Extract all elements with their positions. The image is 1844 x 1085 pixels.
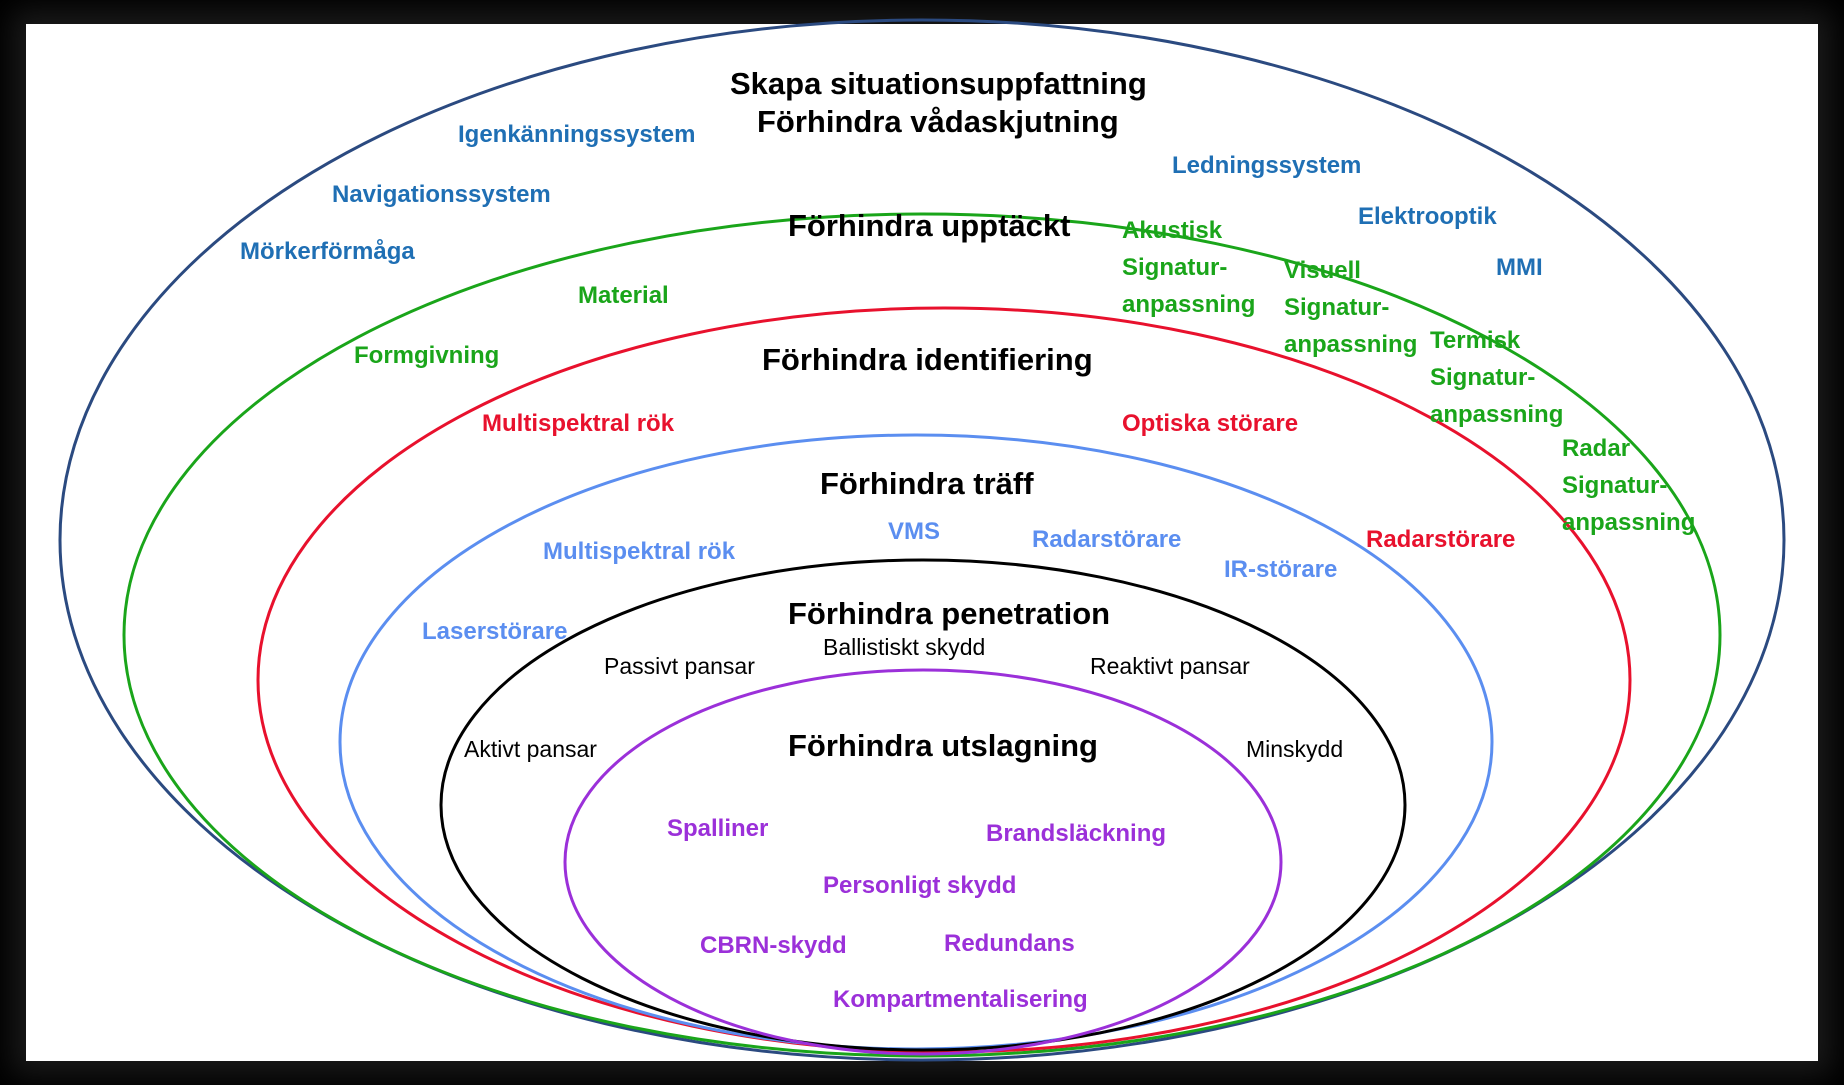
ring-detection: [122, 212, 1722, 1058]
situation-item: Ledningssystem: [1172, 152, 1362, 179]
hit-item: IR-störare: [1224, 556, 1338, 583]
penetration-title: Förhindra penetration: [788, 596, 1111, 631]
diagram-panel: [26, 24, 1818, 1061]
kill-title: Förhindra utslagning: [788, 728, 1098, 763]
ring-kill: [563, 668, 1283, 1056]
identification-item: Optiska störare: [1122, 410, 1299, 437]
hit-item: Multispektral rök: [543, 538, 736, 565]
detection-item: Formgivning: [354, 342, 500, 369]
kill-item: Spalliner: [667, 815, 769, 842]
situation-title-line1: Skapa situationsuppfattning: [730, 66, 1147, 101]
situation-item: Elektrooptik: [1358, 203, 1497, 230]
detection-item: Radar Signatur- anpassning: [1562, 435, 1696, 536]
hit-item: Radarstörare: [1032, 526, 1182, 553]
identification-title: Förhindra identifiering: [762, 342, 1093, 377]
situation-item: Navigationssystem: [332, 181, 551, 208]
kill-item: Kompartmentalisering: [833, 986, 1088, 1013]
detection-title: Förhindra upptäckt: [788, 208, 1071, 243]
situation-item: MMI: [1496, 254, 1543, 281]
ring-penetration: [439, 558, 1407, 1052]
kill-item: CBRN-skydd: [700, 932, 847, 959]
situation-item: Igenkänningssystem: [458, 121, 696, 148]
ring-situation: [58, 18, 1786, 1062]
detection-item: Visuell Signatur- anpassning: [1284, 257, 1418, 358]
hit-title: Förhindra träff: [820, 466, 1034, 501]
hit-item: VMS: [888, 518, 941, 545]
penetration-item: Minskydd: [1246, 736, 1344, 762]
identification-item: Multispektral rök: [482, 410, 675, 437]
kill-item: Personligt skydd: [823, 872, 1017, 899]
penetration-item: Aktivt pansar: [464, 736, 597, 762]
ring-identification: [256, 306, 1632, 1054]
situation-item: Mörkerförmåga: [240, 238, 415, 265]
detection-item: Akustisk Signatur- anpassning: [1122, 217, 1256, 318]
penetration-item: Reaktivt pansar: [1090, 653, 1250, 679]
situation-title-line2: Förhindra vådaskjutning: [757, 104, 1119, 139]
penetration-item: Ballistiskt skydd: [823, 634, 986, 660]
penetration-item: Passivt pansar: [604, 653, 755, 679]
hit-item: Laserstörare: [422, 618, 568, 645]
kill-item: Redundans: [944, 930, 1075, 957]
identification-item: Radarstörare: [1366, 526, 1516, 553]
kill-item: Brandsläckning: [986, 820, 1167, 847]
detection-item: Termisk Signatur- anpassning: [1430, 327, 1564, 428]
detection-item: Material: [578, 282, 669, 309]
